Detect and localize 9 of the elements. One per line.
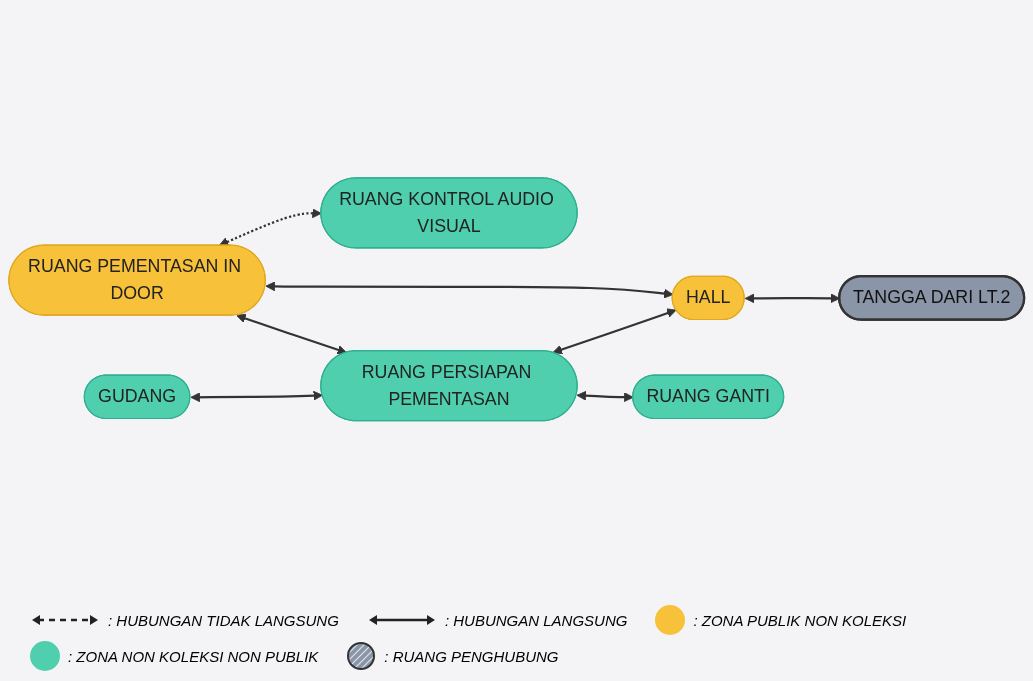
arrow <box>236 313 347 355</box>
arrow <box>552 308 677 355</box>
legend-text: : ZONA NON KOLEKSI NON PUBLIK <box>68 647 319 665</box>
legend-text: : ZONA PUBLIK NON KOLEKSI <box>693 611 907 629</box>
legend-text: : HUBUNGAN LANGSUNG <box>444 611 628 629</box>
legend-text: : HUBUNGAN TIDAK LANGSUNG <box>108 611 339 629</box>
legend-text: : RUANG PENGHUBUNG <box>384 647 559 665</box>
arrow <box>218 208 322 247</box>
arrow <box>190 391 323 403</box>
